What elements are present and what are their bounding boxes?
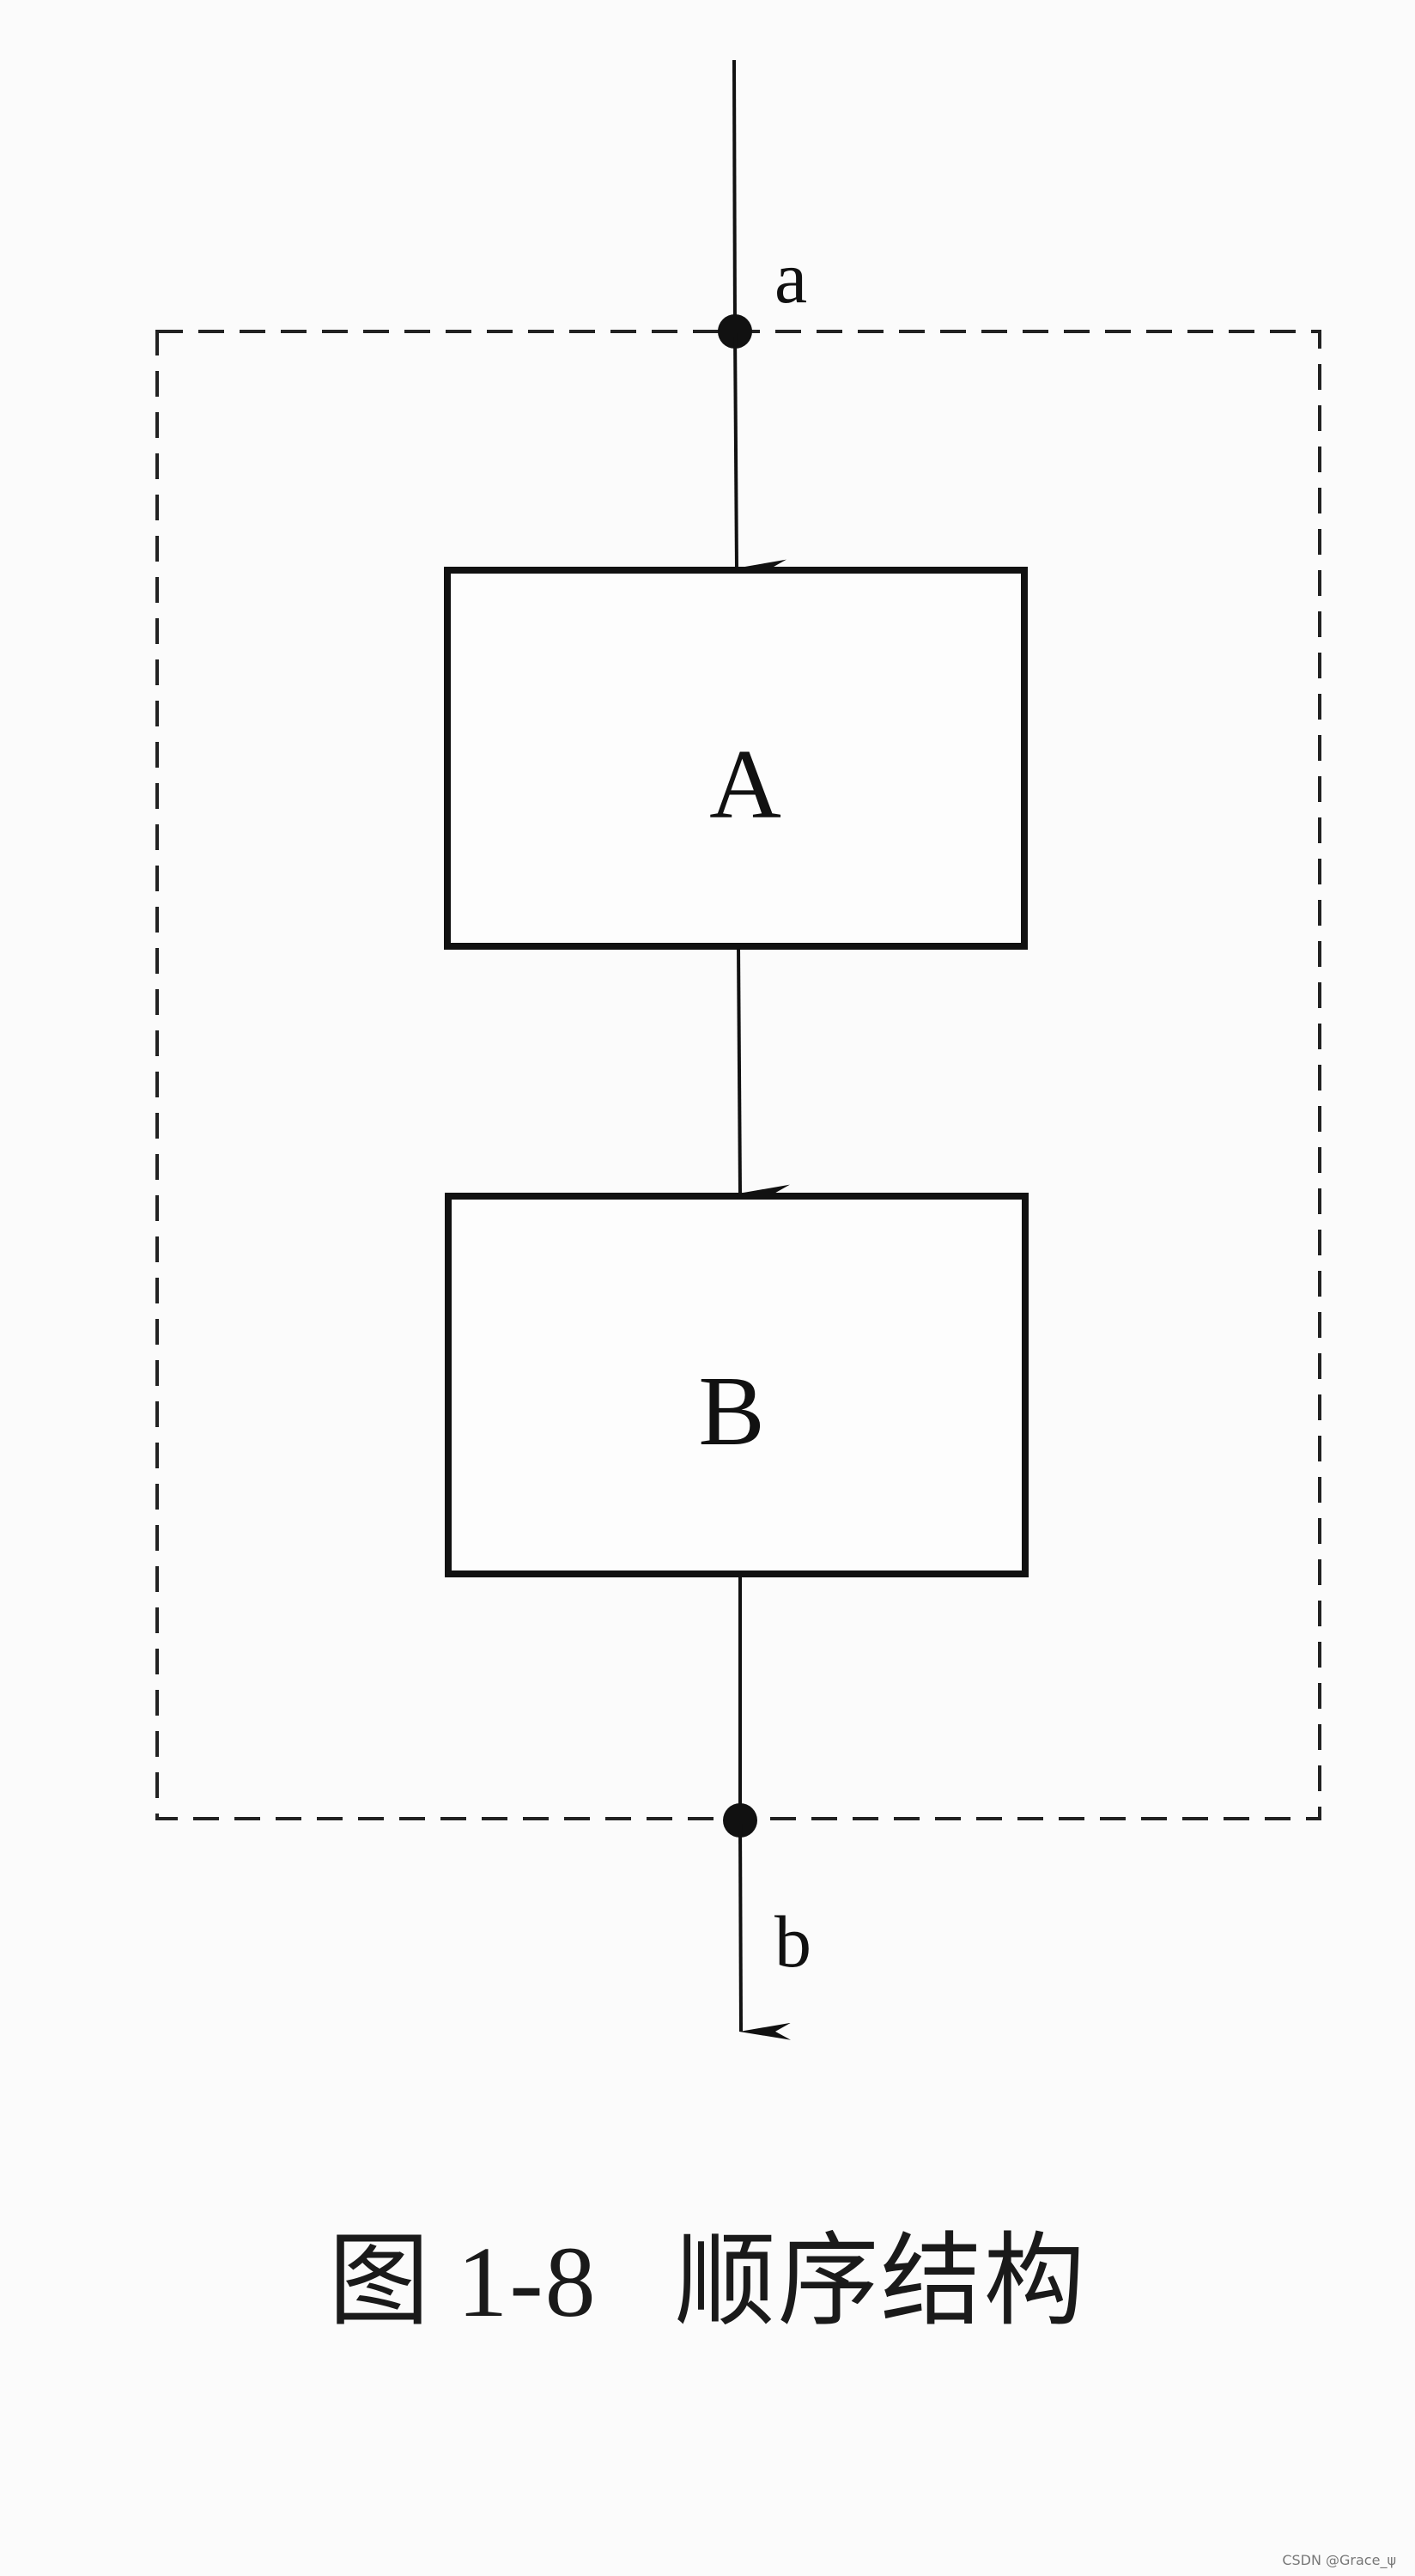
- caption-number: 1-8: [457, 2226, 598, 2338]
- caption-title: 顺序结构: [674, 2221, 1087, 2340]
- exit-arrow: [738, 1820, 792, 2040]
- block-a-label: A: [709, 730, 781, 840]
- block-b-label: B: [698, 1357, 764, 1467]
- entry-line: [732, 59, 737, 332]
- arrow-a-to-b: [737, 945, 791, 1202]
- watermark: CSDN @Grace_ψ: [1282, 2552, 1396, 2568]
- process-block-b: [445, 1193, 1029, 1577]
- exit-label: b: [774, 1900, 811, 1983]
- entry-label: a: [774, 236, 807, 319]
- arrow-entry-to-a: [733, 331, 787, 577]
- process-block-a: [444, 567, 1028, 950]
- caption-prefix: 图: [328, 2221, 432, 2340]
